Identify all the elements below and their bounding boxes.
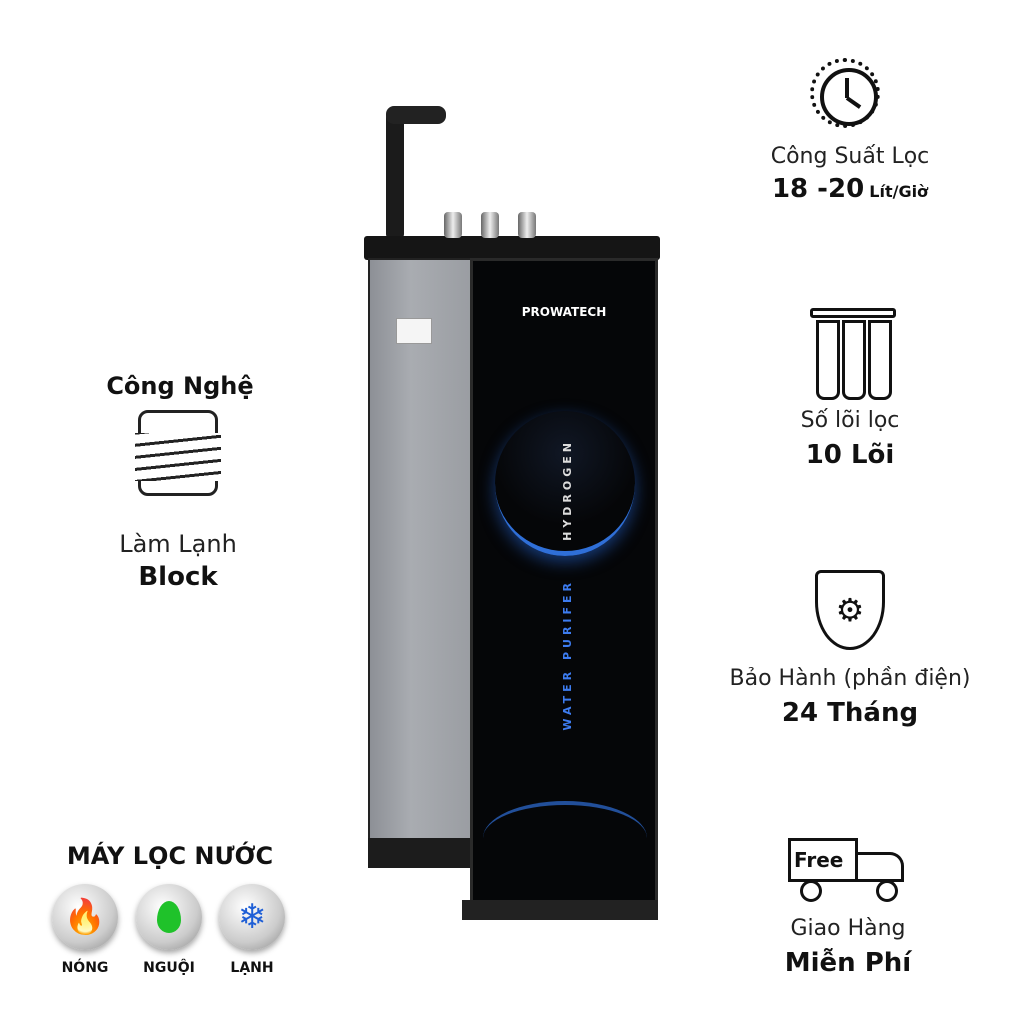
free-badge: Free	[794, 848, 844, 872]
cores-label: Số lõi lọc	[800, 408, 900, 433]
filter-cores-icon	[810, 308, 896, 400]
knob	[444, 212, 462, 238]
drop-icon	[157, 901, 181, 933]
mode-hot: 🔥	[52, 884, 118, 950]
cabinet-top	[364, 236, 660, 260]
mode-cold-label: LẠNH	[230, 960, 274, 976]
delivery-value: Miễn Phí	[784, 948, 912, 978]
tech-value: Block	[138, 562, 218, 592]
sphere-graphic	[495, 411, 635, 556]
front-panel: PROWATECH HYDROGEN WATER PURIFER	[470, 258, 658, 903]
capacity-label: Công Suất Lọc	[770, 144, 930, 169]
mode-warm-label: NGUỘI	[143, 960, 195, 976]
tech-label: Làm Lạnh	[119, 530, 237, 558]
snowflake-icon: ❄	[237, 897, 267, 937]
cabinet-base	[368, 838, 472, 868]
faucet	[386, 112, 404, 240]
delivery-label: Giao Hàng	[790, 916, 906, 941]
modes-title: MÁY LỌC NƯỚC	[66, 842, 274, 870]
faucet-spout	[386, 106, 446, 124]
capacity-value: 18 -20 Lít/Giờ	[771, 174, 929, 204]
shield-gear-icon: ⚙	[815, 570, 885, 650]
knob	[518, 212, 536, 238]
block-cooling-icon	[135, 410, 221, 496]
mode-hot-label: NÓNG	[61, 960, 109, 976]
bottom-glow	[483, 801, 647, 875]
brand-logo: PROWATECH	[521, 305, 607, 319]
tech-title: Công Nghệ	[106, 372, 254, 400]
purifier-text: WATER PURIFER	[561, 579, 574, 731]
cabinet-side	[368, 258, 472, 844]
truck-icon: Free	[788, 838, 910, 904]
knob	[481, 212, 499, 238]
hydrogen-text: HYDROGEN	[561, 439, 574, 541]
clock-icon	[810, 58, 880, 128]
mode-warm	[136, 884, 202, 950]
cores-value: 10 Lõi	[805, 440, 895, 470]
warranty-value: 24 Tháng	[781, 698, 919, 728]
side-handle	[396, 318, 432, 344]
flame-icon: 🔥	[63, 897, 107, 937]
mode-cold: ❄	[219, 884, 285, 950]
front-foot	[462, 900, 658, 920]
warranty-label: Bảo Hành (phần điện)	[729, 666, 971, 691]
